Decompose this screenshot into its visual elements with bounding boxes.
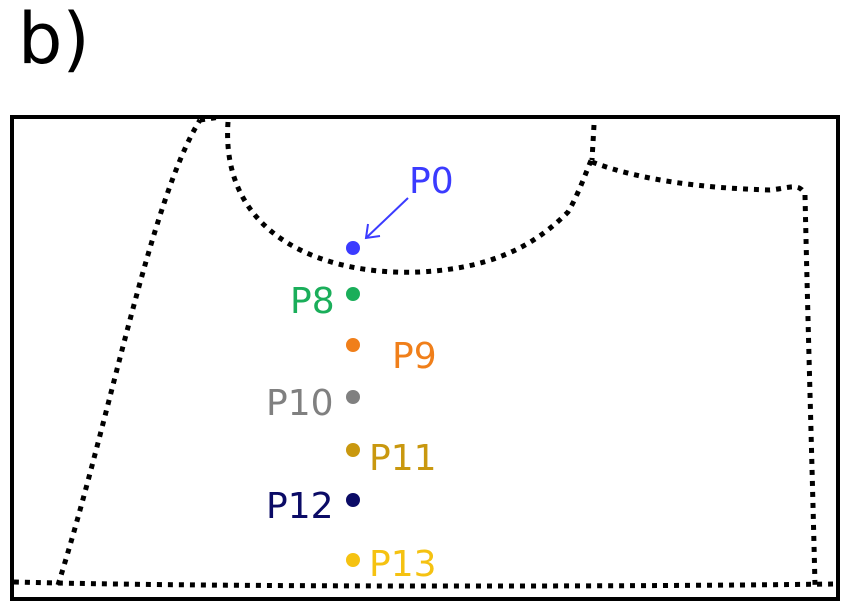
outline-neck-curve	[225, 121, 595, 275]
outline-right-edge	[802, 194, 818, 586]
p0-arrow-head	[364, 223, 381, 240]
point-p11-dot	[346, 443, 360, 457]
point-p0-dot	[346, 241, 360, 255]
point-p9-label: P9	[392, 336, 437, 377]
point-p8-label: P8	[290, 281, 335, 322]
point-p10-dot	[346, 390, 360, 404]
point-p10-label: P10	[266, 383, 334, 424]
point-p13-dot	[346, 553, 360, 567]
outline-top-left	[199, 114, 221, 123]
point-p12-dot	[346, 493, 360, 507]
point-p9-dot	[346, 338, 360, 352]
outline-shoulder	[591, 159, 808, 197]
diagram-frame	[10, 115, 840, 601]
panel-label: b)	[18, 0, 90, 80]
point-p12-label: P12	[266, 486, 334, 527]
point-p8-dot	[346, 287, 360, 301]
outline-left-edge	[55, 118, 203, 586]
point-p13-label: P13	[369, 544, 437, 585]
point-p11-label: P11	[369, 438, 437, 479]
p0-arrow	[364, 197, 409, 240]
point-p0-label: P0	[409, 161, 454, 202]
outline-bottom	[13, 579, 837, 589]
p0-arrow-shaft	[365, 197, 409, 239]
dotted-outline	[13, 114, 837, 589]
outline-neck-right	[589, 124, 597, 161]
